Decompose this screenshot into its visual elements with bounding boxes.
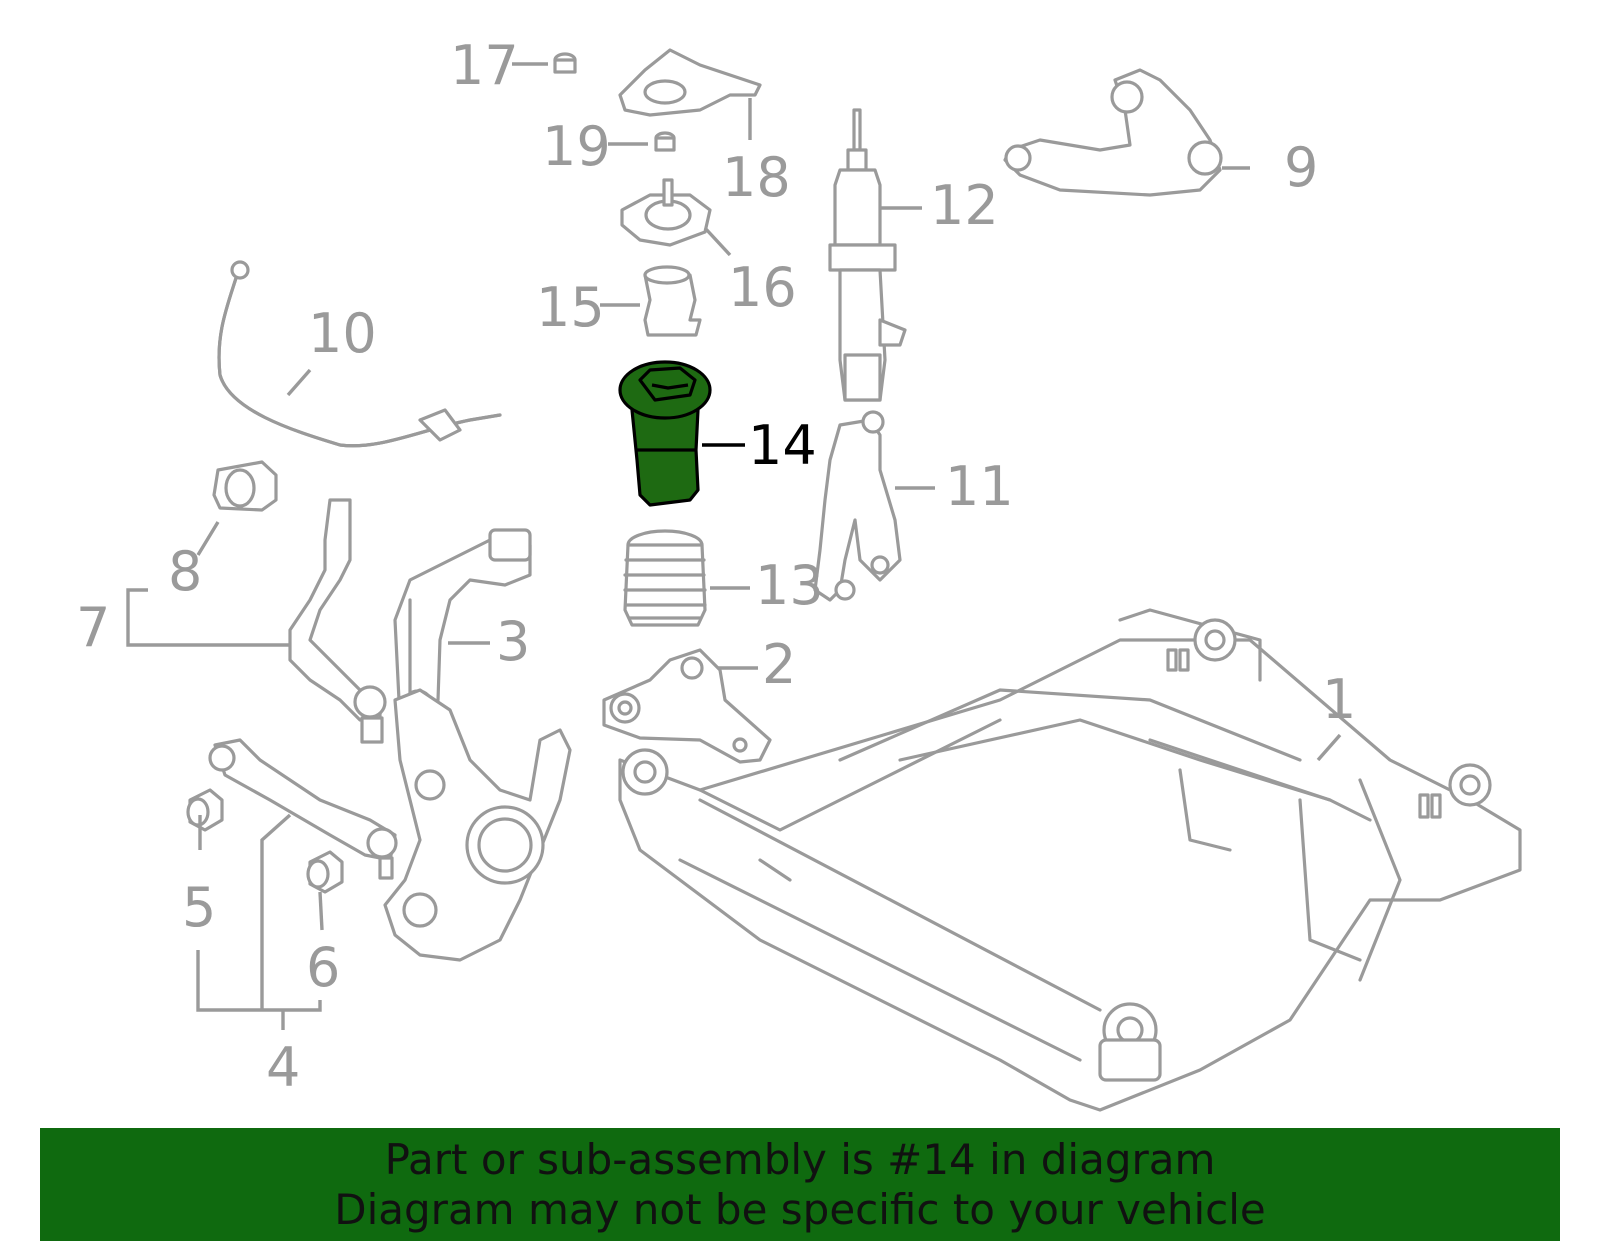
callout-17: 17: [450, 34, 519, 97]
part-19-washer: [654, 131, 676, 152]
part-2-bracket: [602, 648, 772, 764]
callout-3: 3: [496, 610, 530, 673]
part-17-nut: [553, 52, 577, 74]
part-8-bushing: [212, 460, 278, 512]
part-11-knuckle: [813, 410, 902, 602]
callout-5: 5: [182, 876, 216, 939]
callout-2: 2: [762, 633, 796, 696]
part-7-arm: [288, 498, 387, 744]
part-16-strut-mount: [620, 178, 712, 247]
info-banner: Part or sub-assembly is #14 in diagram D…: [40, 1128, 1560, 1241]
callout-4: 4: [266, 1036, 300, 1099]
callout-11: 11: [945, 455, 1014, 518]
part-1-subframe: [618, 608, 1522, 1112]
callout-8: 8: [168, 540, 202, 603]
part-knuckle: [383, 688, 572, 962]
callout-10: 10: [308, 302, 377, 365]
callout-12: 12: [930, 174, 999, 237]
part-10-stabilizer-bar: [217, 260, 502, 448]
banner-line-1: Part or sub-assembly is #14 in diagram: [384, 1134, 1216, 1184]
part-12-strut: [828, 108, 907, 402]
part-15-insulator: [643, 265, 702, 337]
callout-1: 1: [1322, 668, 1356, 731]
part-18-plate: [618, 48, 762, 117]
banner-line-2: Diagram may not be specific to your vehi…: [334, 1184, 1266, 1234]
callout-14: 14: [748, 414, 817, 477]
part-13-dust-boot: [623, 529, 707, 627]
callout-7: 7: [76, 596, 110, 659]
callout-16: 16: [728, 256, 797, 319]
callout-19: 19: [542, 115, 611, 178]
callout-13: 13: [755, 554, 824, 617]
part-9-upper-arm: [1003, 68, 1223, 197]
callout-9: 9: [1284, 136, 1318, 199]
leader-lines: [126, 62, 1342, 1030]
part-6-bushing: [306, 850, 344, 894]
part-14-bump-stop: [618, 360, 712, 507]
part-4-lateral-link: [208, 738, 398, 880]
callout-18: 18: [722, 146, 791, 209]
callout-6: 6: [306, 936, 340, 999]
callout-labels: 1 2 3 4 5 6 7 8 9 10 11 12 13 14 15 16 1…: [76, 34, 1356, 1099]
callout-15: 15: [536, 276, 605, 339]
part-5-bushing: [186, 788, 224, 832]
